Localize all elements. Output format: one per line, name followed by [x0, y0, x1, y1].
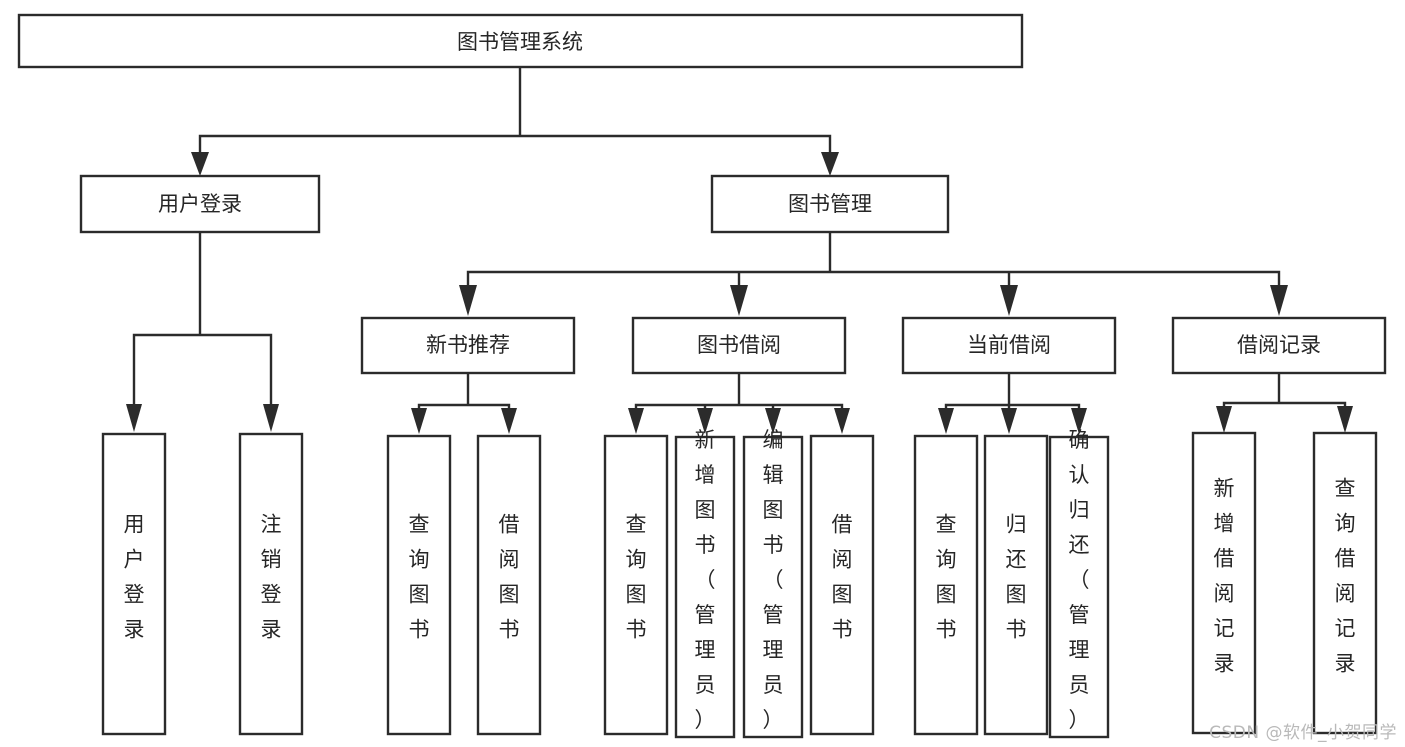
- arrowhead-leaf-query-book-2: [628, 408, 644, 434]
- node-leaf-edit-book-box[interactable]: [742, 435, 804, 739]
- connector-layer: [126, 65, 1353, 434]
- arrowhead-leaf-logout: [263, 404, 279, 432]
- node-leaf-return-book-label: 归还图书: [1006, 513, 1027, 642]
- node-book-manage-box[interactable]: [710, 174, 950, 234]
- node-leaf-confirm-return[interactable]: 确认归还（管理员）: [1048, 428, 1110, 739]
- node-leaf-borrow-book-1-box[interactable]: [476, 434, 542, 736]
- node-user-login[interactable]: 用户登录: [79, 174, 321, 234]
- node-leaf-borrow-book-2[interactable]: 借阅图书: [809, 434, 875, 736]
- node-new-book-rec-label: 新书推荐: [426, 333, 510, 357]
- node-current-borrow[interactable]: 当前借阅: [901, 316, 1117, 375]
- node-leaf-query-book-2[interactable]: 查询图书: [603, 434, 669, 736]
- arrowhead-leaf-borrow-book-1: [501, 408, 517, 434]
- node-leaf-query-book-2-label: 查询图书: [626, 513, 647, 642]
- node-leaf-logout[interactable]: 注销登录: [238, 432, 304, 736]
- node-leaf-query-record-label: 查询借阅记录: [1335, 477, 1356, 676]
- node-root-label: 图书管理系统: [457, 30, 583, 54]
- arrowhead-leaf-query-book-3: [938, 408, 954, 434]
- arrowhead-leaf-add-book: [697, 408, 713, 434]
- arrowhead-leaf-add-record: [1216, 406, 1232, 433]
- node-leaf-borrow-book-2-box[interactable]: [809, 434, 875, 736]
- node-leaf-edit-book-label: 编辑图书（管理员）: [763, 428, 784, 732]
- node-leaf-borrow-book-2-label: 借阅图书: [832, 513, 853, 642]
- connector-book-manage-branch: [466, 230, 1281, 290]
- node-leaf-query-book-1[interactable]: 查询图书: [386, 434, 452, 736]
- node-book-manage[interactable]: 图书管理: [710, 174, 950, 234]
- arrowhead-leaf-user-login: [126, 404, 142, 432]
- connector-user-login-branch: [132, 230, 273, 410]
- arrowhead-to-borrow-record: [1270, 285, 1288, 316]
- node-leaf-borrow-book-1[interactable]: 借阅图书: [476, 434, 542, 736]
- node-book-borrow-box[interactable]: [631, 316, 847, 375]
- arrowhead-leaf-confirm-return: [1071, 408, 1087, 434]
- node-borrow-record-label: 借阅记录: [1237, 333, 1321, 357]
- node-borrow-record[interactable]: 借阅记录: [1171, 316, 1387, 375]
- arrowhead-leaf-query-record: [1337, 406, 1353, 433]
- arrowhead-to-new-book-rec: [459, 285, 477, 316]
- node-borrow-record-box[interactable]: [1171, 316, 1387, 375]
- connector-new-book-rec-branch: [417, 371, 511, 414]
- node-current-borrow-label: 当前借阅: [967, 333, 1051, 357]
- arrowhead-leaf-return-book: [1001, 408, 1017, 434]
- node-leaf-borrow-book-1-label: 借阅图书: [499, 513, 520, 642]
- node-leaf-user-login-box[interactable]: [101, 432, 167, 736]
- connector-root-trunk: [198, 65, 832, 157]
- node-leaf-add-record-label: 新增借阅记录: [1214, 477, 1235, 676]
- arrowhead-to-book-borrow: [730, 285, 748, 316]
- node-leaf-add-record-box[interactable]: [1191, 431, 1257, 735]
- node-user-login-box[interactable]: [79, 174, 321, 234]
- node-leaf-return-book[interactable]: 归还图书: [983, 434, 1049, 736]
- node-leaf-query-book-2-box[interactable]: [603, 434, 669, 736]
- node-leaf-query-book-1-label: 查询图书: [409, 513, 430, 642]
- node-leaf-query-book-1-box[interactable]: [386, 434, 452, 736]
- node-root[interactable]: 图书管理系统: [17, 13, 1024, 69]
- node-leaf-query-book-3-box[interactable]: [913, 434, 979, 736]
- arrowhead-leaf-borrow-book-2: [834, 408, 850, 434]
- connector-book-borrow-branch: [634, 371, 844, 414]
- connector-current-borrow-branch: [944, 371, 1081, 414]
- arrowhead-to-current-borrow: [1000, 285, 1018, 316]
- node-leaf-add-book[interactable]: 新增图书（管理员）: [674, 428, 736, 739]
- node-new-book-rec[interactable]: 新书推荐: [360, 316, 576, 375]
- arrowhead-to-user-login: [191, 152, 209, 176]
- node-leaf-confirm-return-box[interactable]: [1048, 435, 1110, 739]
- arrowhead-leaf-query-book-1: [411, 408, 427, 434]
- node-leaf-user-login-label: 用户登录: [124, 513, 145, 642]
- node-leaf-return-book-box[interactable]: [983, 434, 1049, 736]
- arrowhead-leaf-edit-book: [765, 408, 781, 434]
- node-leaf-query-record-box[interactable]: [1312, 431, 1378, 735]
- node-leaf-query-record[interactable]: 查询借阅记录: [1312, 431, 1378, 735]
- node-current-borrow-box[interactable]: [901, 316, 1117, 375]
- node-leaf-logout-label: 注销登录: [261, 513, 282, 642]
- node-leaf-add-book-box[interactable]: [674, 435, 736, 739]
- connector-borrow-record-branch: [1222, 371, 1347, 412]
- node-leaf-query-book-3-label: 查询图书: [936, 513, 957, 642]
- node-root-box[interactable]: [17, 13, 1024, 69]
- node-leaf-add-record[interactable]: 新增借阅记录: [1191, 431, 1257, 735]
- leaf-nodes-layer: 用户登录 注销登录 查询图书 借阅图书 查询图书 新增图书（管理员）: [101, 428, 1378, 739]
- node-book-borrow-label: 图书借阅: [697, 333, 781, 357]
- node-user-login-label: 用户登录: [158, 192, 242, 216]
- node-leaf-logout-box[interactable]: [238, 432, 304, 736]
- node-leaf-confirm-return-label: 确认归还（管理员）: [1069, 428, 1090, 732]
- node-leaf-query-book-3[interactable]: 查询图书: [913, 434, 979, 736]
- node-leaf-add-book-label: 新增图书（管理员）: [695, 428, 716, 732]
- node-leaf-edit-book[interactable]: 编辑图书（管理员）: [742, 428, 804, 739]
- node-book-manage-label: 图书管理: [788, 192, 872, 216]
- node-leaf-user-login[interactable]: 用户登录: [101, 432, 167, 736]
- node-new-book-rec-box[interactable]: [360, 316, 576, 375]
- arrowhead-to-book-manage: [821, 152, 839, 176]
- node-book-borrow[interactable]: 图书借阅: [631, 316, 847, 375]
